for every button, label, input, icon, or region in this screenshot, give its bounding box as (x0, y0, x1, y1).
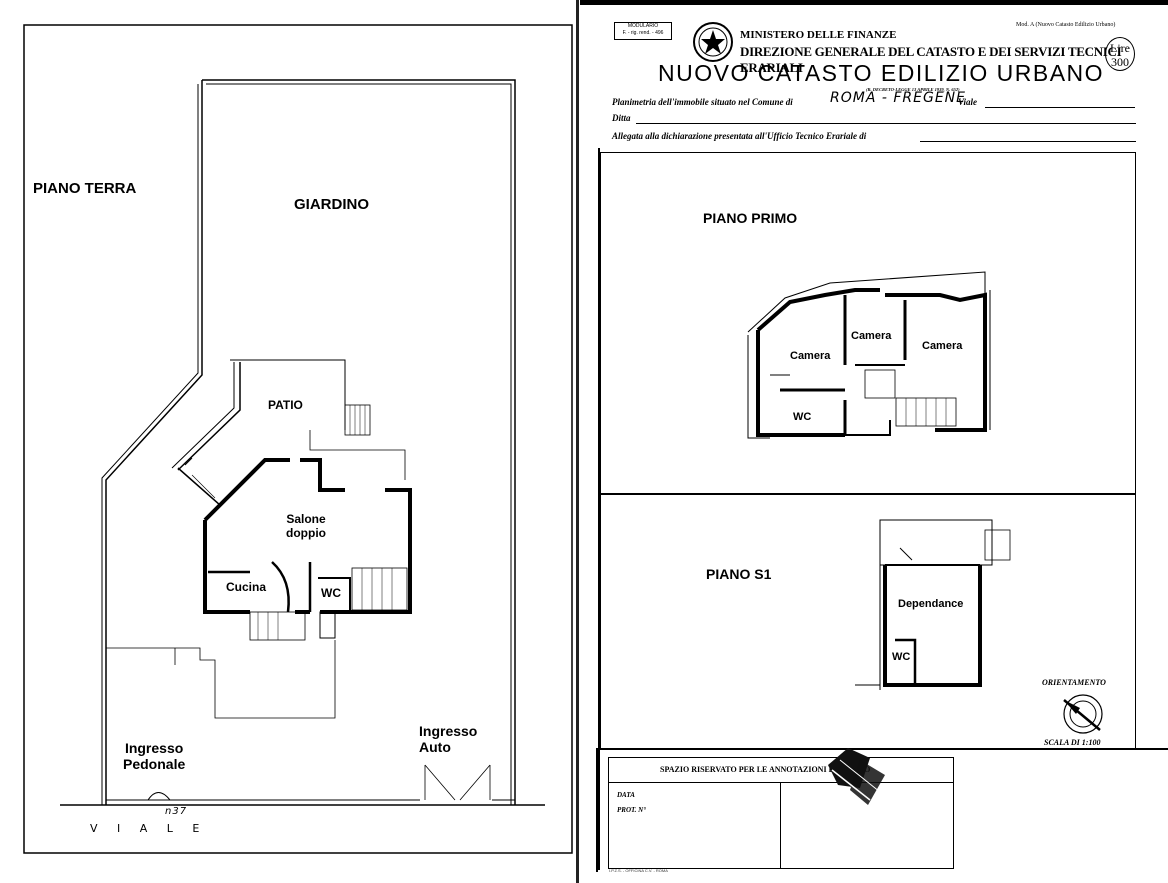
ground-wc-label: WC (321, 586, 341, 600)
office-box-title: SPAZIO RISERVATO PER LE ANNOTAZIONI D'UF… (660, 765, 871, 774)
viale-label: Viale (958, 97, 978, 107)
ditta-label: Ditta (612, 113, 631, 123)
floor-separator (600, 493, 1136, 495)
first-floor-room-right: Camera (922, 340, 963, 352)
modulario-line1: MODULARIO (627, 23, 659, 29)
living-room-label-line2: doppio (286, 526, 326, 540)
sheet-top-edge (580, 0, 1168, 5)
garden-label: GIARDINO (294, 196, 369, 213)
ditta-line (636, 123, 1136, 124)
planimetria-value: ROMA - FREGENE (830, 90, 966, 106)
tax-stamp: Lire 300 (1105, 37, 1135, 71)
allegata-label: Allegata alla dichiarazione presentata a… (612, 131, 867, 141)
street-label: V I A L E (90, 822, 208, 835)
ministry-name: MINISTERO DELLE FINANZE (740, 29, 897, 41)
basement-wc-label: WC (892, 651, 911, 663)
living-room-label-line1: Salone (286, 512, 326, 526)
directorate-name: DIREZIONE GENERALE DEL CATASTO E DEI SER… (740, 44, 1122, 75)
office-date-label: DATA (617, 791, 635, 799)
basement-title: PIANO S1 (706, 566, 772, 582)
dependance-label: Dependance (898, 598, 964, 610)
sheet-divider (576, 0, 579, 883)
pedestrian-entrance-line2: Pedonale (123, 756, 186, 772)
allegata-line (920, 141, 1136, 142)
planimetria-label: Planimetria dell'immobile situato nel Co… (612, 97, 793, 107)
civic-number: n37 (165, 806, 188, 817)
tax-stamp-line2: 300 (1111, 55, 1129, 69)
office-box-header-rule (608, 782, 954, 783)
registry-title: NUOVO CATASTO EDILIZIO URBANO (658, 60, 1105, 86)
modulario-line2: F. - rig. rend. - 496 (622, 30, 664, 36)
patio-label: PATIO (268, 398, 303, 412)
car-entrance-line2: Auto (419, 739, 451, 755)
first-floor-room-middle: Camera (851, 330, 892, 342)
pedestrian-entrance-label: Ingresso Pedonale (123, 740, 185, 772)
first-floor-wc-label: WC (793, 411, 812, 423)
orientation-label: ORIENTAMENTO (1042, 678, 1106, 687)
sheet-left-edge (598, 148, 600, 870)
living-room-label: Salone doppio (286, 512, 326, 540)
viale-line (985, 107, 1135, 108)
ground-floor-title: PIANO TERRA (33, 180, 137, 197)
tax-stamp-line1: Lire (1110, 41, 1130, 55)
first-floor-title: PIANO PRIMO (703, 210, 798, 226)
kitchen-label: Cucina (226, 580, 267, 594)
car-entrance-label: Ingresso Auto (419, 723, 477, 755)
modulario-box: MODULARIO F. - rig. rend. - 496 (614, 22, 672, 40)
scale-label: SCALA DI 1:100 (1044, 738, 1101, 747)
office-annotations-box (608, 757, 954, 869)
pedestrian-entrance-line1: Ingresso (124, 740, 184, 756)
printer-imprint: I.P.Z.S. - OFFICINA C.V. - ROMA (609, 868, 668, 873)
model-reference: Mod. A (Nuovo Catasto Edilizio Urbano) (1016, 22, 1116, 28)
office-box-column-rule (780, 782, 781, 868)
car-entrance-line1: Ingresso (419, 723, 478, 739)
office-protocol-label: PROT. N° (617, 806, 646, 814)
decree-reference: (R. DECRETO-LEGGE 13 APRILE 1939, N. 652… (866, 87, 960, 92)
office-annotations-frame (596, 748, 1168, 872)
first-floor-room-left: Camera (790, 350, 831, 362)
